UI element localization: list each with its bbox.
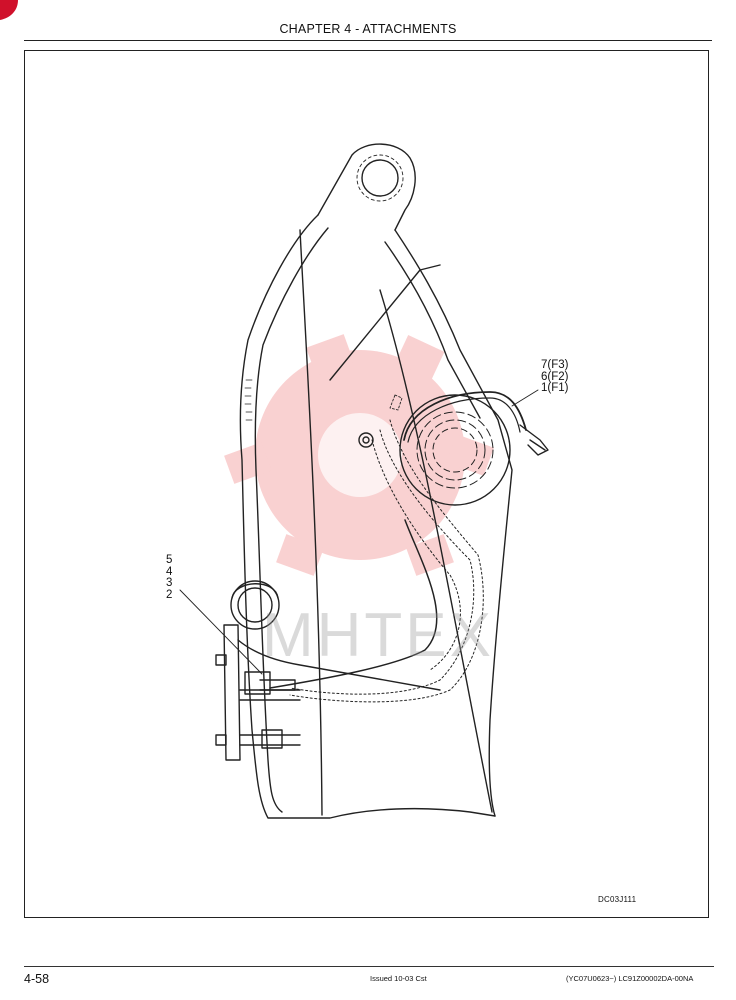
hose-fitting bbox=[519, 424, 549, 456]
hose-line-lower bbox=[269, 519, 438, 689]
figure-id: DC03J111 bbox=[598, 895, 637, 904]
bucket-pivot-outer bbox=[399, 394, 511, 506]
callout-4: 4 bbox=[166, 565, 173, 578]
callout-group-left: 5 4 3 2 bbox=[166, 554, 173, 601]
hidden-hose-routes bbox=[289, 429, 475, 695]
page-number: 4-58 bbox=[24, 972, 50, 986]
leader-line-left bbox=[179, 589, 263, 675]
callout-2: 2 bbox=[166, 588, 173, 601]
leader-line-right bbox=[511, 389, 539, 407]
callout-7-f3: 7(F3) bbox=[541, 359, 569, 371]
lower-bracket bbox=[223, 624, 241, 761]
top-boss-outline bbox=[317, 143, 416, 231]
top-pin-hole bbox=[361, 159, 399, 197]
callout-group-right: 7(F3) 6(F2) 1(F1) bbox=[541, 359, 569, 395]
chapter-title: CHAPTER 4 - ATTACHMENTS bbox=[279, 22, 457, 36]
watermark-text: MHTEX bbox=[262, 601, 494, 670]
arm-right-edge bbox=[394, 229, 513, 817]
arm-inner-outline bbox=[254, 227, 329, 813]
header-rule bbox=[24, 40, 712, 41]
issue-info: Issued 10-03 Cst bbox=[370, 974, 427, 983]
callout-3: 3 bbox=[166, 577, 173, 589]
callout-5: 5 bbox=[166, 554, 173, 566]
figure-frame bbox=[24, 50, 709, 918]
footer-rule bbox=[24, 966, 714, 967]
doc-reference: (YC07U0623~) LC91Z00002DA-00NA bbox=[566, 974, 694, 983]
corner-badge-icon bbox=[0, 0, 18, 20]
hose-line-upper bbox=[403, 391, 527, 441]
cylinder-boss bbox=[230, 580, 280, 630]
arm-web-line bbox=[379, 289, 493, 813]
callout-1-f1: 1(F1) bbox=[541, 382, 569, 394]
center-clamp bbox=[358, 432, 374, 448]
callout-6-f2: 6(F2) bbox=[541, 370, 569, 383]
